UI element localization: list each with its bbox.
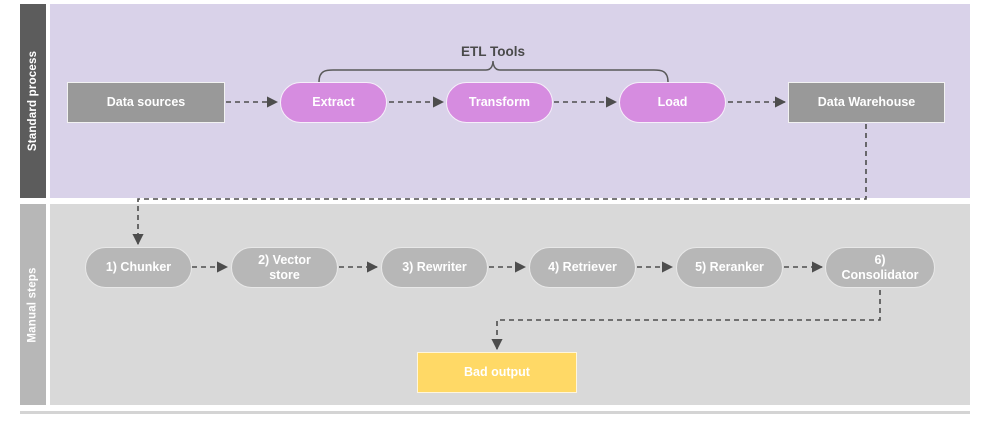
node-bad-output[interactable]: Bad output [417,352,577,393]
node-data-warehouse-label: Data Warehouse [817,95,916,110]
node-retriever-label: 4) Retriever [548,260,617,275]
node-extract-label: Extract [312,95,355,110]
node-chunker[interactable]: 1) Chunker [85,247,192,288]
node-reranker-label: 5) Reranker [695,260,764,275]
node-vector-store[interactable]: 2) Vector store [231,247,338,288]
node-load[interactable]: Load [619,82,726,123]
node-consolidator-label-line2: Consolidator [841,267,919,282]
lane-title-standard-process: Standard process [20,4,46,198]
node-consolidator-label-line1: 6) [874,253,886,268]
node-load-label: Load [657,95,688,110]
node-extract[interactable]: Extract [280,82,387,123]
node-consolidator[interactable]: 6) Consolidator [825,247,935,288]
footer-divider [20,411,970,414]
lane-title-manual-steps-label: Manual steps [27,266,40,343]
node-retriever[interactable]: 4) Retriever [529,247,636,288]
node-data-sources[interactable]: Data sources [67,82,225,123]
lane-title-standard-process-label: Standard process [27,50,39,152]
node-data-warehouse[interactable]: Data Warehouse [788,82,945,123]
node-reranker[interactable]: 5) Reranker [676,247,783,288]
node-data-sources-label: Data sources [106,95,186,110]
node-chunker-label: 1) Chunker [105,260,172,275]
node-transform-label: Transform [468,95,531,110]
node-rewriter-label: 3) Rewriter [402,260,467,275]
node-rewriter[interactable]: 3) Rewriter [381,247,488,288]
node-vector-store-label-line1: 2) Vector [258,253,311,268]
lane-title-manual-steps: Manual steps [20,204,46,405]
node-bad-output-label: Bad output [464,365,530,380]
node-vector-store-label-line2: store [269,267,300,282]
node-transform[interactable]: Transform [446,82,553,123]
etl-tools-label: ETL Tools [461,44,525,59]
